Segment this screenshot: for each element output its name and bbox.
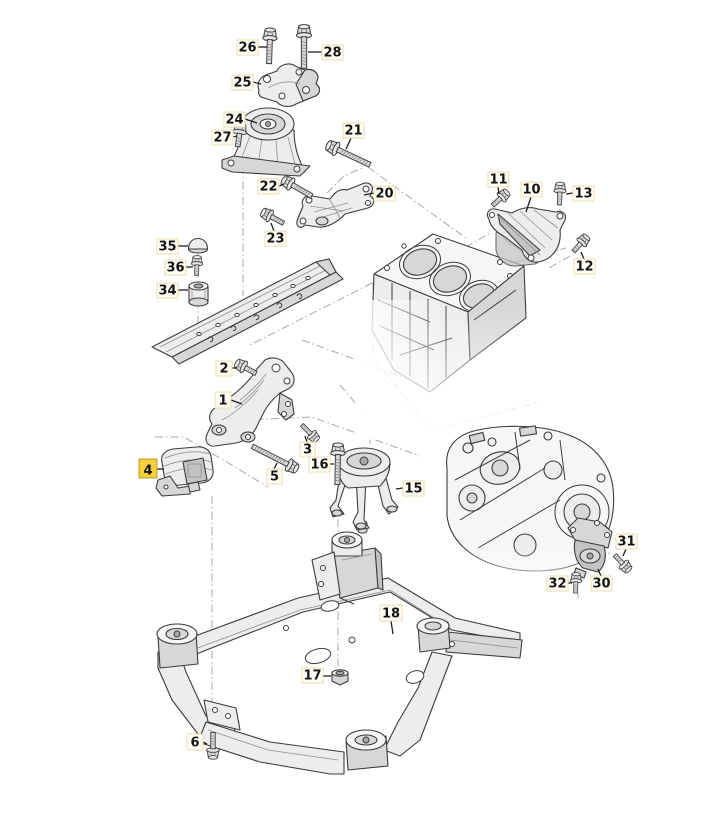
callout-number: 22 [259,180,277,195]
callout-number: 28 [323,46,341,61]
callout-32[interactable]: 32 [546,575,572,592]
callout-30[interactable]: 30 [590,568,613,592]
callout-number: 13 [574,187,592,202]
callout-number: 15 [404,482,422,497]
rail-holes [196,275,311,343]
callout-26[interactable]: 26 [236,39,267,56]
part-bolt-16[interactable] [330,442,346,486]
callout-2[interactable]: 2 [215,360,237,377]
part-bolt-22[interactable] [279,173,315,202]
callout-27[interactable]: 27 [211,129,238,146]
callout-5[interactable]: 5 [266,462,283,485]
callout-number: 17 [303,669,321,684]
callout-number: 35 [158,240,176,255]
callout-22[interactable]: 22 [257,178,285,195]
part-bracket-20[interactable] [296,182,375,228]
part-bracket-10[interactable] [486,207,566,263]
callout-31[interactable]: 31 [615,533,638,557]
callout-number: 6 [190,736,199,751]
callout-34[interactable]: 34 [156,282,188,299]
callout-number: 1 [218,394,227,409]
part-bolt-12[interactable] [569,232,592,256]
part-bracket-30[interactable] [567,517,613,579]
callout-36[interactable]: 36 [164,259,193,276]
callout-18[interactable]: 18 [379,604,403,635]
part-bolt-2[interactable] [233,357,259,379]
callout-number: 4 [143,464,152,479]
callout-4[interactable]: 4 [138,458,164,479]
part-bracket-1[interactable] [205,357,295,447]
callout-12[interactable]: 12 [573,251,596,275]
engine-block [355,229,563,440]
callout-number: 12 [575,260,593,275]
part-bolt-36[interactable] [190,255,204,276]
part-bolt-23[interactable] [259,206,287,229]
callout-number: 10 [522,183,540,198]
callout-13[interactable]: 13 [565,185,595,202]
callout-number: 2 [219,362,228,377]
part-bolt-11[interactable] [489,187,513,210]
part-bolt-13[interactable] [553,181,567,206]
part-bolt-21[interactable] [324,138,373,171]
callout-10[interactable]: 10 [520,181,543,213]
part-bolt-5[interactable] [249,440,301,475]
callout-number: 25 [233,76,251,91]
callout-25[interactable]: 25 [231,74,262,91]
callout-number: 34 [158,284,176,299]
part-bolt-3[interactable] [298,421,322,445]
callout-21[interactable]: 21 [342,122,365,150]
callout-11[interactable]: 11 [487,171,510,195]
callout-number: 11 [489,173,507,188]
fasteners [190,24,634,760]
callout-number: 30 [592,577,610,592]
part-bolt-26[interactable] [262,27,278,65]
callout-number: 21 [344,124,362,139]
part-bushing-34[interactable] [188,281,209,307]
callout-number: 16 [310,458,328,473]
callout-6[interactable]: 6 [186,733,208,751]
part-bolt-6[interactable] [206,732,220,760]
callout-16[interactable]: 16 [308,456,334,473]
part-nut-17[interactable] [331,669,349,686]
callout-number: 27 [213,131,231,146]
part-body-rail [151,258,344,365]
callout-17[interactable]: 17 [301,667,331,684]
callout-number: 32 [548,577,566,592]
part-mount-4[interactable] [155,446,214,497]
part-bolt-28[interactable] [295,24,313,69]
callout-number: 23 [266,232,284,247]
callout-number: 26 [238,41,256,56]
callout-number: 36 [166,261,184,276]
callout-number: 18 [382,607,400,622]
callout-3[interactable]: 3 [299,435,316,458]
part-cap-35[interactable] [187,237,209,254]
callout-23[interactable]: 23 [264,222,287,247]
part-mount-15[interactable] [329,447,399,531]
callout-number: 20 [375,187,393,202]
callout-15[interactable]: 15 [395,480,425,497]
callout-28[interactable]: 28 [308,44,344,61]
part-mount-24[interactable] [221,107,311,177]
callout-number: 5 [270,470,279,485]
part-bolt-31[interactable] [610,551,634,575]
callout-number: 3 [303,443,312,458]
callout-1[interactable]: 1 [214,391,243,409]
callout-number: 31 [617,535,635,550]
subframe-mount-bracket [311,520,384,605]
part-bolt-32[interactable] [569,572,583,594]
callout-35[interactable]: 35 [156,238,188,255]
callout-number: 24 [225,113,243,128]
callout-20[interactable]: 20 [363,185,396,202]
callout-24[interactable]: 24 [223,111,258,128]
part-bracket-25[interactable] [257,63,321,107]
